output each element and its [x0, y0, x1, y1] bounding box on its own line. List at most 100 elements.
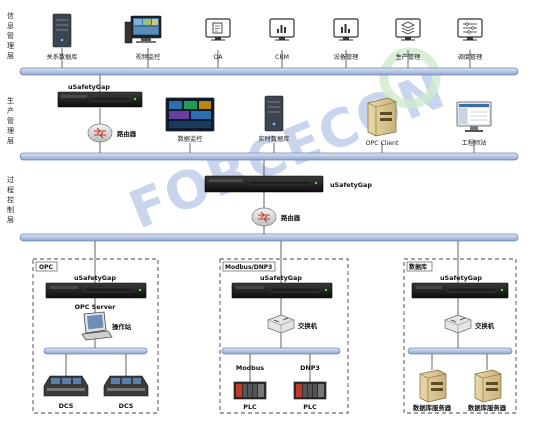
svg-text:制: 制	[7, 205, 14, 214]
svg-text:生: 生	[7, 96, 14, 105]
server-box-icon	[419, 369, 447, 403]
process-router-label: 路由器	[281, 213, 301, 222]
db-server-right-label: 数据库服务器	[468, 403, 507, 412]
video-monitor-label: 视频监控	[136, 53, 161, 61]
process-gap-node[interactable]: uSafetyGap	[204, 175, 372, 193]
modbus-zone-border	[219, 258, 349, 414]
bus-modbus-zone	[221, 347, 341, 355]
modbus-switch-label: 交换机	[298, 321, 318, 330]
oa-label: OA	[214, 54, 224, 61]
database-switch-node[interactable]: 交换机	[444, 314, 495, 334]
connector-lines	[61, 48, 488, 382]
svg-text:理: 理	[7, 127, 14, 135]
layer-label-production: 生 产 管 理 层	[7, 96, 14, 145]
production-router-node[interactable]: 路由器	[87, 123, 137, 143]
video-monitor-node[interactable]: 视频监控	[124, 15, 162, 61]
layer-label-info: 信 息 管 理 层	[7, 11, 14, 60]
database-zone-tag-box	[406, 261, 433, 272]
relational-db-label: 关系数据库	[47, 53, 78, 61]
svg-text:产: 产	[7, 106, 14, 115]
dcs-left-label: DCS	[59, 402, 74, 410]
database-zone-tag: 数据库	[409, 263, 427, 271]
switch-icon	[444, 314, 472, 334]
opc-zone-gap-node[interactable]: uSafetyGap	[45, 274, 147, 299]
svg-text:程: 程	[7, 185, 14, 194]
svg-text:层: 层	[7, 216, 14, 224]
dnp3-protocol-label: DNP3	[300, 364, 320, 372]
database-switch-label: 交换机	[475, 321, 495, 330]
production-router-label: 路由器	[117, 129, 137, 138]
modbus-switch-node[interactable]: 交换机	[267, 314, 318, 334]
db-server-left-node[interactable]: 数据库服务器	[413, 369, 452, 412]
opc-zone: OPC uSafetyGap OPC Server 操作站 DCS	[32, 258, 159, 414]
dcs-right-label: DCS	[119, 402, 134, 410]
process-router-node[interactable]: 路由器	[251, 207, 301, 227]
equipment-management-node[interactable]: 设备管理	[333, 18, 359, 61]
realtime-db-label: 实时数据库	[259, 135, 290, 143]
crm-node[interactable]: CRM	[269, 18, 295, 61]
router-icon	[87, 123, 113, 143]
equipment-management-label: 设备管理	[334, 53, 359, 61]
dispatch-management-label: 调度管理	[458, 53, 483, 61]
database-zone-border	[403, 258, 517, 414]
svg-text:信: 信	[7, 11, 14, 20]
server-box-icon	[474, 369, 502, 403]
database-zone-gap-label: uSafetyGap	[440, 274, 482, 282]
operator-station-node[interactable]: 操作站	[81, 311, 132, 341]
bus-process	[19, 233, 519, 242]
engineering-station-label: 工程师站	[462, 139, 487, 147]
modbus-zone-gap-node[interactable]: uSafetyGap	[231, 274, 333, 299]
db-server-right-node[interactable]: 数据库服务器	[468, 369, 507, 412]
svg-text:理: 理	[7, 42, 14, 50]
dcs-left-node[interactable]: DCS	[43, 375, 89, 410]
svg-text:层: 层	[7, 52, 14, 60]
plc-right-label: PLC	[303, 403, 317, 411]
db-server-left-label: 数据库服务器	[413, 403, 452, 412]
opc-client-label: OPC Client	[366, 140, 399, 147]
opc-zone-gap-label: uSafetyGap	[74, 274, 116, 282]
watermark: FORCECON	[121, 47, 455, 241]
modbus-zone: Modbus/DNP3 uSafetyGap 交换机 Modbus DNP3 P…	[219, 258, 349, 414]
bus-database-zone	[407, 347, 513, 355]
crm-label: CRM	[275, 54, 289, 61]
dispatch-management-node[interactable]: 调度管理	[457, 18, 483, 61]
engineering-station-node[interactable]: 工程师站	[456, 101, 492, 147]
opc-zone-tag: OPC	[39, 264, 53, 271]
modbus-protocol-label: Modbus	[236, 364, 264, 372]
router-icon	[251, 207, 277, 227]
network-buses	[19, 67, 519, 355]
plc-left-label: PLC	[243, 403, 257, 411]
watermark-ring	[379, 47, 441, 109]
app-monitor-icon	[205, 18, 231, 38]
data-monitor-node[interactable]: 数据监控	[165, 97, 215, 143]
svg-text:控: 控	[7, 195, 14, 204]
bus-info	[19, 67, 519, 76]
opc-client-node[interactable]: OPC Client	[366, 97, 399, 147]
production-gap-node[interactable]: uSafetyGap	[57, 83, 143, 108]
svg-text:管: 管	[7, 31, 14, 40]
opc-server-label: OPC Server	[75, 303, 117, 311]
bus-opc-zone	[43, 347, 148, 355]
server-tower-icon	[52, 13, 72, 48]
oa-node[interactable]: OA	[205, 18, 231, 61]
plc-left-node[interactable]: PLC	[233, 381, 267, 411]
modbus-zone-tag: Modbus/DNP3	[225, 264, 272, 271]
database-zone: 数据库 uSafetyGap 交换机 数据库服务器	[403, 258, 517, 414]
svg-text:过: 过	[7, 175, 14, 184]
realtime-db-node[interactable]: 实时数据库	[259, 95, 290, 143]
database-zone-gap-node[interactable]: uSafetyGap	[411, 274, 509, 299]
production-gap-label: uSafetyGap	[68, 83, 110, 91]
dcs-right-node[interactable]: DCS	[103, 375, 149, 410]
operator-station-label: 操作站	[112, 322, 132, 331]
production-management-node[interactable]: 生产管理	[395, 18, 421, 61]
relational-db-node[interactable]: 关系数据库	[47, 13, 78, 61]
modbus-zone-gap-label: uSafetyGap	[260, 274, 302, 282]
svg-text:息: 息	[7, 21, 14, 30]
modbus-zone-tag-box	[222, 261, 276, 272]
process-gap-label: uSafetyGap	[330, 181, 372, 189]
svg-text:层: 层	[7, 137, 14, 145]
opc-zone-tag-box	[35, 261, 58, 272]
bus-production	[19, 152, 519, 161]
data-monitor-label: 数据监控	[178, 135, 203, 143]
plc-right-node[interactable]: PLC	[293, 381, 327, 411]
